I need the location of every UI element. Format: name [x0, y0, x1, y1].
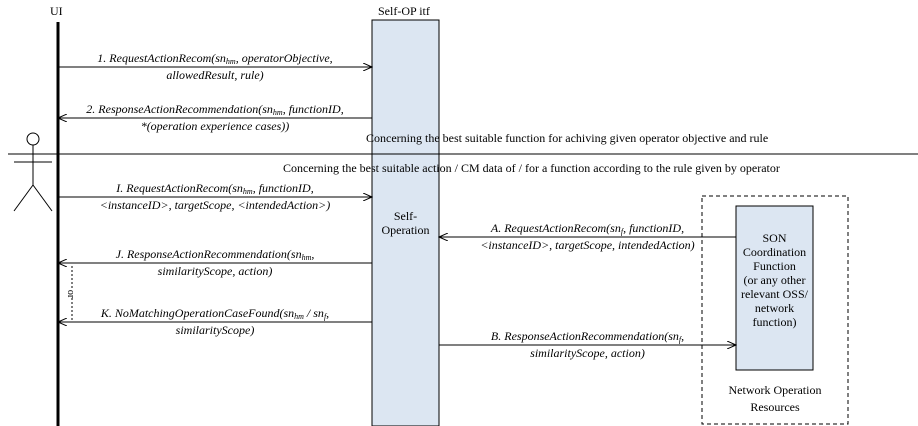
msg-J-line1: J. ResponseActionRecommendation(snhm,: [115, 247, 315, 262]
network-resources-label: Network Operation Resources: [728, 383, 822, 414]
operator-actor-icon: [13, 132, 53, 212]
msg-1-line2: allowedResult, rule): [166, 68, 264, 82]
self-operation-box: [371, 19, 440, 426]
network-operation-resources-container: [701, 195, 849, 425]
msg-B-line1: B. ResponseActionRecommendation(snf,: [490, 329, 685, 344]
self-operation-label: Self- Operation: [381, 209, 430, 237]
msg-A-line1: A. RequestActionRecom(snf, functionID,: [490, 221, 685, 236]
msg-J-line2: similarityScope, action): [157, 264, 273, 278]
son-coordination-function-box: [735, 205, 814, 371]
self-op-itf-label: Self-OP itf: [378, 4, 430, 18]
msg-1-line1: 1. RequestActionRecom(snhm, operatorObje…: [97, 51, 333, 66]
msg-K-line2: similarityScope): [175, 323, 255, 337]
son-function-label: SON Coordination Function (or any other …: [741, 231, 808, 329]
msg-B-line2: similarityScope, action): [530, 346, 645, 360]
msg-A-line2: <instanceID>, targetScope, intendedActio…: [480, 238, 695, 252]
msg-K-line1: K. NoMatchingOperationCaseFound(snhm / s…: [100, 306, 330, 321]
msg-2-line2: *(operation experience cases)): [140, 119, 290, 133]
separator-text-action: Concerning the best suitable action / CM…: [283, 161, 780, 175]
ui-label: UI: [50, 4, 63, 18]
alt-or-marker: or: [63, 289, 78, 299]
msg-I-line1: I. RequestActionRecom(snhm, functionID,: [116, 181, 314, 196]
msg-I-line2: <instanceID>, targetScope, <intendedActi…: [99, 198, 331, 212]
msg-2-line1: 2. ResponseActionRecommendation(snhm, fu…: [86, 102, 344, 117]
separator-text-function: Concerning the best suitable function fo…: [366, 131, 769, 145]
